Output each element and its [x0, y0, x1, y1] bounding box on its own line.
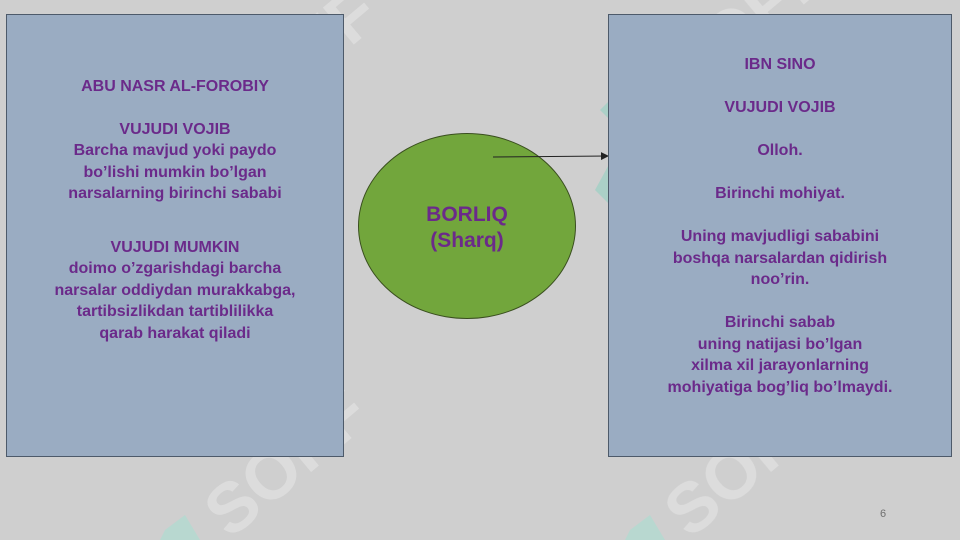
borliq-label: BORLIQ (Sharq): [358, 202, 576, 254]
ibn-sino-paragraph-line: mohiyatiga bog’liq bo’lmaydi.: [667, 378, 893, 396]
borliq-title: BORLIQ: [426, 203, 508, 226]
watermark-logo-icon: [625, 515, 665, 540]
page-number: 6: [879, 508, 887, 520]
ibn-sino-item: Olloh.: [757, 142, 803, 159]
ibn-sino-item: Birinchi mohiyat.: [715, 185, 845, 202]
ibn-sino-panel: IBN SINO VUJUDI VOJIB Olloh. Birinchi mo…: [608, 14, 952, 457]
ibn-sino-paragraph-line: Birinchi sabab: [724, 314, 836, 331]
borliq-subtitle: (Sharq): [430, 229, 504, 252]
vujudi-vojib-heading: VUJUDI VOJIB: [119, 120, 231, 138]
ibn-sino-paragraph-line: uning natijasi bo’lgan: [697, 335, 863, 353]
ibn-sino-panel-content: IBN SINO VUJUDI VOJIB Olloh. Birinchi mo…: [609, 54, 951, 398]
vujudi-vojib-line: bo’lishi mumkin bo’lgan: [83, 163, 267, 181]
ibn-sino-paragraph-line: Uning mavjudligi sababini: [680, 228, 880, 245]
ibn-sino-paragraph-line: xilma xil jarayonlarning: [691, 357, 869, 374]
farabi-title: ABU NASR AL-FOROBIY: [81, 78, 269, 95]
farabi-panel: ABU NASR AL-FOROBIY VUJUDI VOJIB Barcha …: [6, 14, 344, 457]
watermark-logo-icon: [160, 515, 200, 540]
ibn-sino-paragraph-line: boshqa narsalardan qidirish: [672, 249, 888, 267]
vujudi-mumkin-line: narsalar oddiydan murakkabga,: [54, 281, 296, 299]
vujudi-vojib-line: Barcha mavjud yoki paydo: [73, 142, 277, 159]
vujudi-mumkin-line: qarab harakat qiladi: [99, 324, 251, 342]
vujudi-vojib-line: narsalarning birinchi sababi: [68, 185, 282, 202]
ibn-sino-paragraph-line: noo’rin.: [750, 271, 810, 288]
ibn-sino-title: IBN SINO: [744, 56, 816, 73]
vujudi-mumkin-line: doimo o’zgarishdagi barcha: [68, 260, 282, 277]
vujudi-mumkin-line: tartibsizlikdan tartiblilikka: [76, 303, 274, 320]
vujudi-mumkin-heading: VUJUDI MUMKIN: [110, 238, 240, 256]
borliq-ellipse: [358, 133, 576, 319]
ibn-sino-heading: VUJUDI VOJIB: [724, 99, 836, 116]
farabi-panel-content: ABU NASR AL-FOROBIY VUJUDI VOJIB Barcha …: [7, 76, 343, 344]
